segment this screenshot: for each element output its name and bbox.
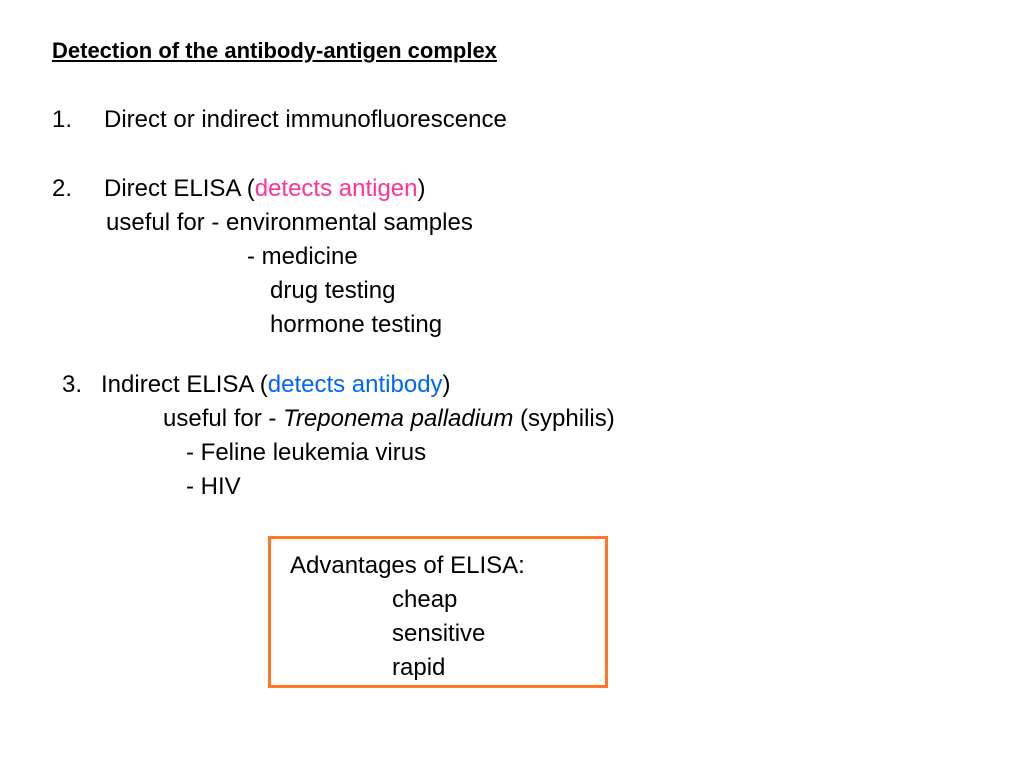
item2-useful-for: useful for - environmental samples <box>106 209 473 236</box>
item3-useful-suffix: (syphilis) <box>513 405 615 432</box>
item2-text-after: ) <box>417 175 426 202</box>
item3-text-after: ) <box>442 371 451 398</box>
item3-useful-for: useful for - Treponema palladium (syphil… <box>163 405 615 433</box>
item1-number: 1. <box>52 106 73 133</box>
item2-text-before: Direct ELISA ( <box>104 175 255 202</box>
item3-highlight: detects antibody <box>267 371 443 398</box>
item3-text-before: Indirect ELISA ( <box>101 371 268 398</box>
advantages-box <box>268 536 608 688</box>
advantage-sensitive: sensitive <box>392 620 486 647</box>
item2-use-medicine: - medicine <box>247 243 358 270</box>
slide-title: Detection of the antibody-antigen comple… <box>52 38 497 63</box>
item3-number: 3. <box>62 371 83 398</box>
item3-heading: Indirect ELISA (detects antibody) <box>101 371 451 399</box>
item2-number: 2. <box>52 175 73 202</box>
item3-useful-italic: Treponema palladium <box>283 405 514 432</box>
item2-use-drug-testing: drug testing <box>270 277 396 304</box>
item2-use-hormone-testing: hormone testing <box>270 311 443 338</box>
advantage-cheap: cheap <box>392 586 458 613</box>
item2-highlight: detects antigen <box>254 175 418 202</box>
item3-useful-prefix: useful for - <box>163 405 284 432</box>
item3-use-hiv: - HIV <box>186 473 241 500</box>
advantages-heading: Advantages of ELISA: <box>290 552 525 579</box>
advantage-rapid: rapid <box>392 654 446 681</box>
item3-use-feline-leukemia: - Feline leukemia virus <box>186 439 427 466</box>
item2-heading: Direct ELISA (detects antigen) <box>104 175 426 203</box>
item1-text: Direct or indirect immunofluorescence <box>104 106 507 133</box>
